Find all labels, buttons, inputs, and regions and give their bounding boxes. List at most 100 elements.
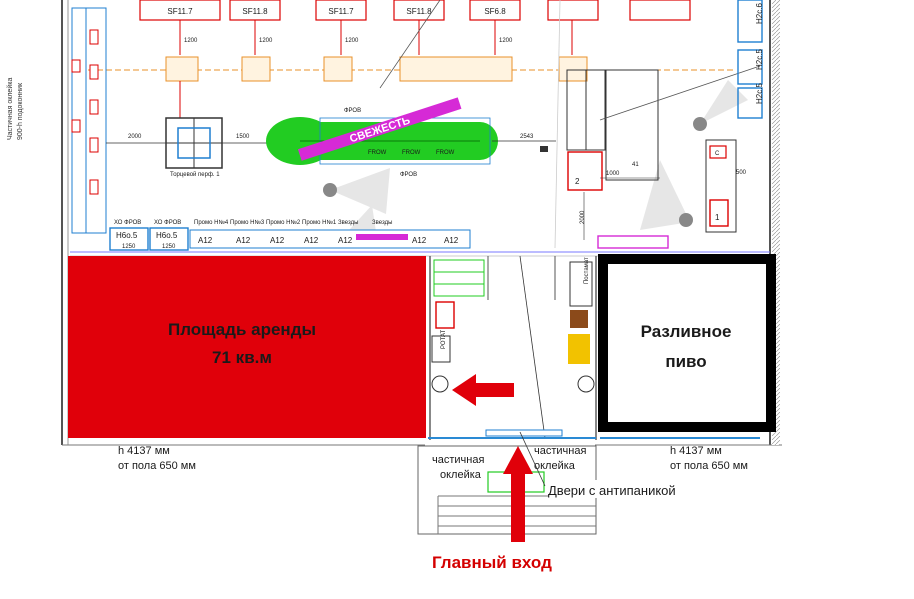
right-case-top-label: Н2с.6 xyxy=(755,3,764,24)
promo-label-4: Промо Н№1 xyxy=(302,219,337,226)
dim-500: 500 xyxy=(736,170,747,176)
vestibule-circle-1 xyxy=(431,375,449,393)
promo-label-1: Промо Н№4 xyxy=(194,219,229,226)
dim-2000-a: 2000 xyxy=(128,134,142,140)
fridge-label-4: SF11.8 xyxy=(406,7,432,16)
right-case-top xyxy=(737,0,763,43)
annotations: h 4137 мм от пола 650 мм h 4137 мм от по… xyxy=(6,78,748,481)
right-letter-c: С xyxy=(715,151,720,157)
gondola-label: Торцевой перф. 1 xyxy=(170,171,220,178)
a12-4: А12 xyxy=(304,236,319,245)
left-shelf-marker-5 xyxy=(89,179,99,195)
side-note-line1: Частичная оклейка xyxy=(6,78,14,140)
end-gondola: Торцевой перф. 1 2000 1500 xyxy=(106,117,270,178)
window-right-line2: от пола 650 мм xyxy=(670,460,748,472)
fridge-outline-6 xyxy=(547,0,599,21)
right-case-low-label: Н2с.5 xyxy=(755,83,764,104)
a12-2: А12 xyxy=(236,236,251,245)
yellow-unit xyxy=(568,334,590,364)
vestibule-door-line xyxy=(519,255,546,439)
right-wall-units: Н2с.6 Н2с.5 Н2с.5 1 С 500 xyxy=(705,0,780,445)
partial-left-line1: частичная xyxy=(432,454,484,466)
right-case-mid-label: Н2с.5 xyxy=(755,49,764,70)
direction-arrow-head xyxy=(452,374,476,406)
zvezdy-label-1: Звезды xyxy=(338,220,358,226)
frow-label-1: FROW xyxy=(368,150,387,156)
dim-1200-a: 1200 xyxy=(184,38,198,44)
fridge-label-2: SF11.8 xyxy=(242,7,268,16)
rental-area: Площадь аренды 71 кв.м xyxy=(68,256,426,438)
window-right-line1: h 4137 мм xyxy=(670,445,722,457)
fridge-label-3: SF11.7 xyxy=(328,7,354,16)
right-case-low xyxy=(737,87,763,119)
unit-5 xyxy=(558,56,588,82)
left-shelf-marker-2 xyxy=(89,64,99,80)
xo-label-1: ХО ФРОВ xyxy=(114,220,141,226)
outer-walls xyxy=(61,0,782,446)
a12-1: А12 xyxy=(198,236,213,245)
right-wall-strip xyxy=(772,0,780,445)
bottom-magenta-strip xyxy=(356,234,408,240)
brown-unit xyxy=(570,310,588,328)
camera-view-1 xyxy=(330,168,390,214)
camera-view-4 xyxy=(700,80,748,124)
beer-area-line2: пиво xyxy=(665,352,706,371)
gondola-center xyxy=(177,127,211,159)
left-shelf-marker-4 xyxy=(89,137,99,153)
rental-area-line1: Площадь аренды xyxy=(168,320,316,339)
camera-view-3 xyxy=(640,160,690,230)
bottom-cell-1 xyxy=(109,227,149,251)
top-fridges: SF11.7 SF11.8 SF11.7 SF11.8 SF6.8 1200 1… xyxy=(139,0,691,55)
bottom-v2: 1250 xyxy=(162,244,176,250)
bottom-h1: Н6о.5 xyxy=(116,231,138,240)
small-item xyxy=(540,146,548,152)
a12-5: А12 xyxy=(338,236,353,245)
fruit-tag-bottom: ФРОВ xyxy=(400,172,417,178)
window-left-line1: h 4137 мм xyxy=(118,445,170,457)
dim-1000: 1000 xyxy=(606,171,620,177)
fruit-island: FROW FROW FROW ФРОВ ФРОВ СВЕЖЕСТЬ 2543 xyxy=(266,97,556,178)
entrance: Двери с антипаникой Главный вход xyxy=(417,429,698,572)
checkout-magenta xyxy=(597,235,669,249)
entrance-label: Главный вход xyxy=(432,553,552,572)
a12-strip xyxy=(189,229,471,249)
entrance-door-strip xyxy=(485,429,563,437)
door-leader xyxy=(519,431,546,487)
right-shelf xyxy=(705,139,737,233)
fridge-label-5: SF6.8 xyxy=(484,7,506,16)
dim-1200-b: 1200 xyxy=(259,38,273,44)
partial-right-line2: оклейка xyxy=(534,460,576,472)
window-left-line2: от пола 650 мм xyxy=(118,460,196,472)
entrance-arrow-head xyxy=(503,446,533,474)
dim-2543: 2543 xyxy=(520,134,534,140)
center-vertical-2 xyxy=(379,0,441,89)
left-shelf-marker-6 xyxy=(71,59,81,73)
beer-area: Разливное пиво xyxy=(598,254,776,432)
promo-label-3: Промо Н№2 xyxy=(266,219,301,226)
rental-area-fill xyxy=(68,256,426,438)
dim-1500: 1500 xyxy=(236,134,250,140)
freshness-banner-bar xyxy=(297,97,462,161)
right-red-box xyxy=(709,145,727,159)
right-shelf-red xyxy=(709,199,729,227)
frow-label-3: FROW xyxy=(436,150,455,156)
vestibule-red-item xyxy=(435,301,455,329)
dim-1200-c: 1200 xyxy=(345,38,359,44)
unit-1 xyxy=(165,56,199,82)
center-vertical-3 xyxy=(554,0,561,249)
right-number-1: 1 xyxy=(715,213,720,222)
dim-1200-d: 1200 xyxy=(499,38,513,44)
vestibule-terminal xyxy=(431,335,451,363)
partial-right-line1: частичная xyxy=(534,445,586,457)
checkout-counter xyxy=(567,151,603,191)
second-row-units xyxy=(165,0,588,249)
terminal-label: РОТАТ xyxy=(441,329,447,349)
camera-2 xyxy=(679,213,693,227)
left-shelf-marker-3 xyxy=(89,99,99,115)
unit-2 xyxy=(241,56,271,82)
dim-2000-b: 2000 xyxy=(580,210,586,224)
rental-area-line2: 71 кв.м xyxy=(212,348,272,367)
checkout-area: 2 41 1000 2000 xyxy=(566,65,761,249)
